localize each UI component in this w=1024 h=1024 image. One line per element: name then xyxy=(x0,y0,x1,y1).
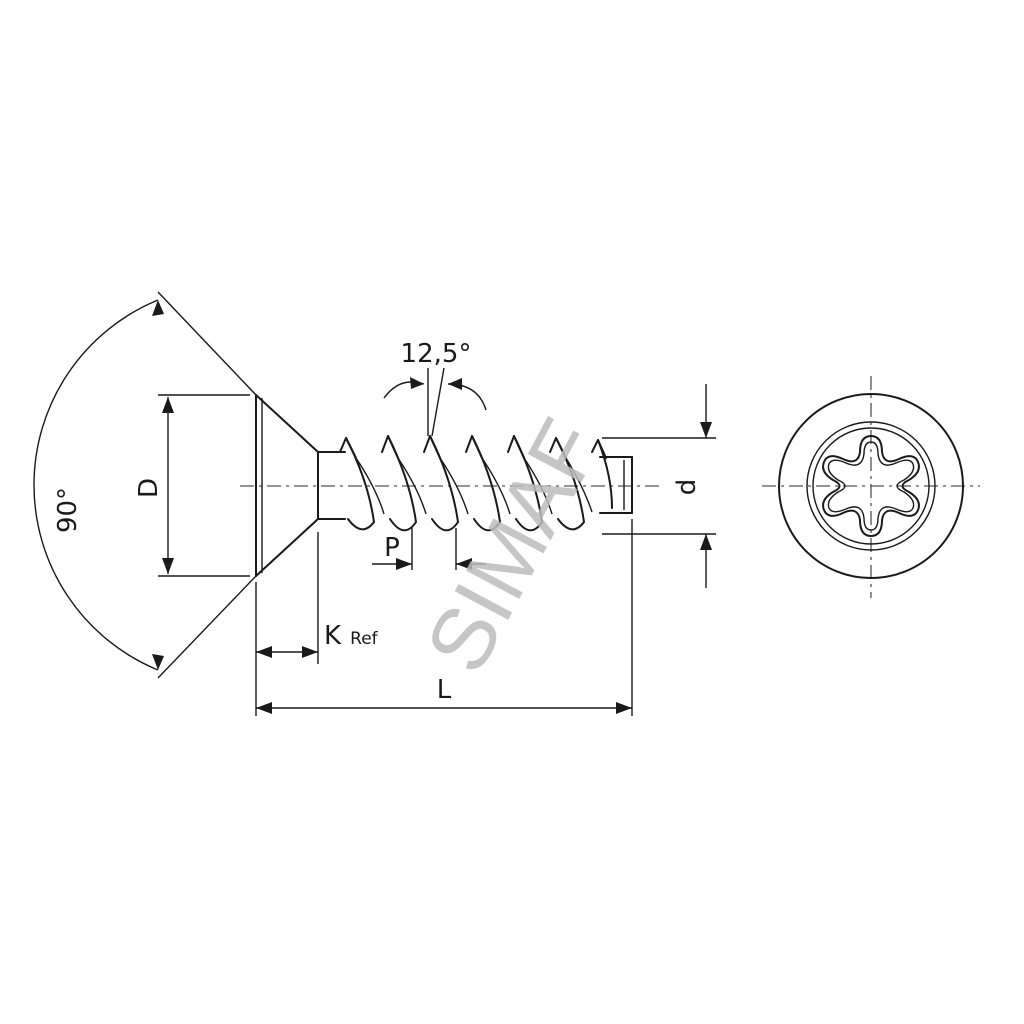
k-ref-label: K Ref xyxy=(324,621,379,651)
angle-head-label: 90° xyxy=(53,487,83,533)
pitch-label: P xyxy=(384,533,400,563)
pitch-dimension xyxy=(372,528,486,570)
thread-angle-dimension xyxy=(383,367,487,437)
head-angle-dimension xyxy=(33,291,257,679)
thread-angle-label: 12,5° xyxy=(401,339,472,369)
thread-diameter-dimension xyxy=(602,384,716,588)
thread-flanks xyxy=(345,435,613,523)
thread-diameter-label: d xyxy=(672,479,702,496)
head-diameter-dimension xyxy=(158,394,250,577)
length-label: L xyxy=(437,675,452,705)
screw-head xyxy=(255,394,319,577)
torx-recess-icon xyxy=(822,435,920,537)
watermark: SIMAF xyxy=(406,404,620,688)
length-dimension xyxy=(256,519,633,716)
head-diameter-label: D xyxy=(134,478,164,498)
k-ref-dimension xyxy=(255,532,319,716)
head-top-view xyxy=(762,376,980,598)
